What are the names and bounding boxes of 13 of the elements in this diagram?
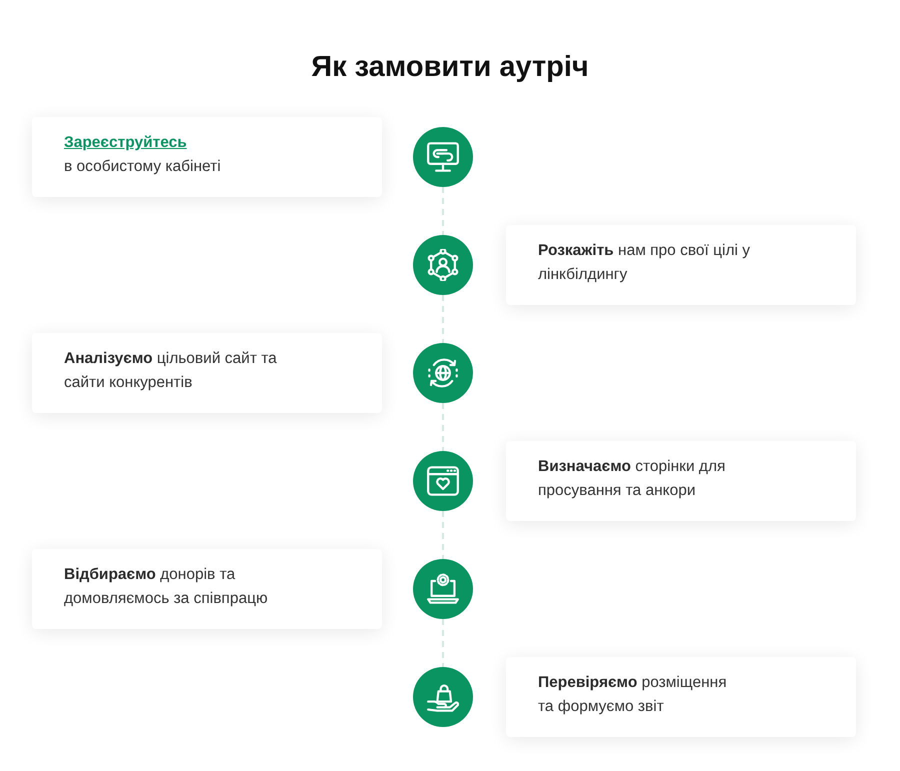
step-description: Перевіряємо розміщення та формуємо звіт — [538, 673, 727, 717]
step-description: Відбираємо донорів та домовляємось за співпрацю — [64, 565, 268, 609]
timeline-connector — [442, 619, 444, 667]
timeline-connector — [442, 403, 444, 451]
title: Як замовити аутріч — [311, 50, 589, 85]
step-description: в особистому кабінеті — [64, 157, 221, 177]
timeline-connector — [442, 295, 444, 343]
timeline-connector — [442, 511, 444, 559]
step-description: Визначаємо сторінки для просування та анкори — [538, 457, 726, 501]
step-description: Аналізуємо цільовий сайт та сайти конкурентів — [64, 349, 277, 393]
step-description: Розкажіть нам про свої цілі у лінкбілдингу — [538, 241, 750, 285]
register-link: Зареєструйтесь — [64, 133, 187, 153]
timeline-connector — [442, 187, 444, 235]
